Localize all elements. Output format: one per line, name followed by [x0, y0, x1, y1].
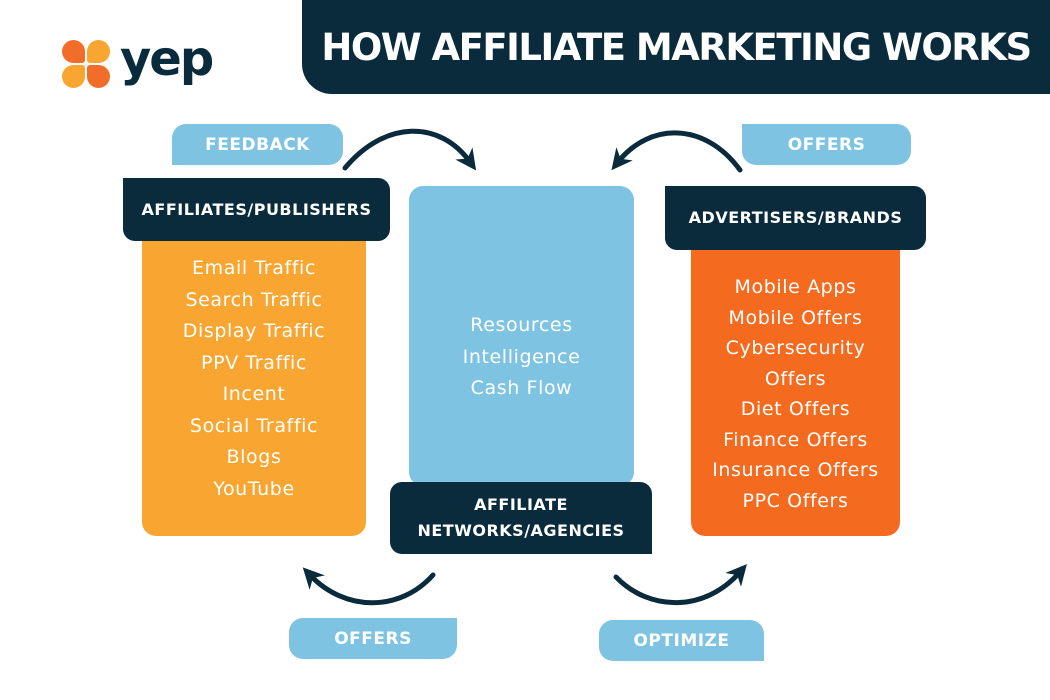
- optimize-label: OPTIMIZE: [599, 620, 764, 661]
- affiliates-list: Email Traffic Search Traffic Display Tra…: [142, 257, 366, 509]
- list-item: PPV Traffic: [201, 351, 307, 374]
- logo-wordmark: yep: [120, 31, 214, 87]
- affiliates-panel: [142, 232, 366, 536]
- networks-panel: [409, 186, 634, 486]
- list-item: Mobile Apps: [734, 276, 857, 298]
- feedback-label: FEEDBACK: [172, 124, 343, 165]
- offers-bottom-label: OFFERS: [289, 618, 457, 659]
- arrow-optimize: [613, 564, 747, 606]
- list-item: Incent: [222, 383, 286, 405]
- networks-heading: AFFILIATE NETWORKS/AGENCIES: [390, 482, 652, 554]
- list-item: Finance Offers: [723, 428, 868, 451]
- list-item: Display Traffic: [182, 320, 326, 342]
- list-item: Insurance Offers: [712, 459, 879, 481]
- list-item: YouTube: [213, 477, 295, 500]
- list-item: Cybersecurity: [725, 337, 866, 359]
- page-title: HOW AFFILIATE MARKETING WORKS: [321, 25, 1032, 69]
- advertisers-panel: [691, 240, 900, 536]
- list-item: Email Traffic: [192, 257, 316, 279]
- list-item: Search Traffic: [185, 288, 323, 311]
- arrow-feedback: [342, 128, 477, 171]
- offers-top-label: OFFERS: [742, 124, 911, 165]
- affiliates-heading: AFFILIATES/PUBLISHERS: [123, 178, 390, 241]
- list-item: Cash Flow: [470, 377, 573, 399]
- arrow-offers-top: [611, 130, 743, 173]
- list-item: Social Traffic: [189, 414, 319, 437]
- brand-logo: yep: [62, 35, 214, 88]
- list-item: Resources: [470, 314, 573, 336]
- advertisers-list: Mobile Apps Mobile Offers Cybersecurity …: [691, 276, 900, 520]
- list-item: Offers: [764, 367, 827, 390]
- list-item: PPC Offers: [742, 489, 849, 512]
- logo-flower-icon: [62, 40, 110, 88]
- list-item: Blogs: [226, 446, 282, 468]
- advertisers-heading: ADVERTISERS/BRANDS: [665, 186, 926, 250]
- arrow-offers-bottom: [302, 567, 436, 606]
- title-banner: HOW AFFILIATE MARKETING WORKS: [302, 0, 1050, 94]
- list-item: Mobile Offers: [728, 306, 863, 329]
- list-item: Diet Offers: [740, 398, 851, 420]
- networks-list: Resources Intelligence Cash Flow: [409, 314, 634, 409]
- list-item: Intelligence: [462, 345, 581, 368]
